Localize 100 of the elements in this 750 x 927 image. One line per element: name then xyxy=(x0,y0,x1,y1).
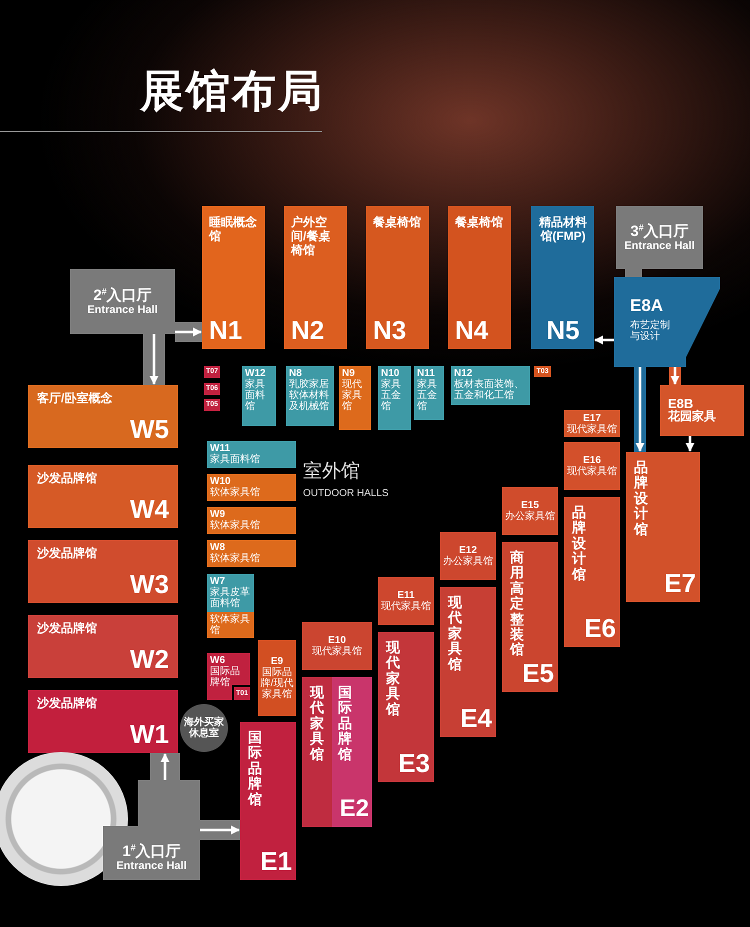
hall-number: E6 xyxy=(584,615,616,641)
hall-name: 沙发品牌馆 xyxy=(37,547,98,561)
hall-number: N9 xyxy=(342,368,356,379)
hall-name: 家具五金馆 xyxy=(381,379,402,412)
hall-number: W6 xyxy=(210,655,226,666)
exhibition-hall xyxy=(207,574,254,612)
hall-name: 餐桌椅馆 xyxy=(455,216,503,230)
exhibition-hall xyxy=(240,722,296,880)
hall-number: E3 xyxy=(398,750,430,776)
hall-name: 品牌设计馆 xyxy=(572,505,586,582)
lounge-circle xyxy=(180,704,228,752)
hall-number: W10 xyxy=(210,476,231,487)
hall-number: W11 xyxy=(210,443,232,454)
arrow xyxy=(175,328,202,336)
hall-name: 国际品牌馆 xyxy=(248,730,262,807)
hall-name: 沙发品牌馆 xyxy=(37,697,98,711)
exhibition-hall xyxy=(502,487,558,535)
exhibition-hall xyxy=(284,206,347,349)
hall-name: 家具皮革面料馆 xyxy=(210,587,251,609)
exhibition-hall xyxy=(366,206,429,349)
hall-name: 国际品牌馆 xyxy=(210,666,241,688)
hall-number: W1 xyxy=(130,721,169,747)
exhibition-hall xyxy=(378,632,434,782)
entrance-subtitle: Entrance Hall xyxy=(87,304,158,316)
hall-name: 软体家具馆 xyxy=(210,520,261,531)
exhibition-hall xyxy=(286,366,334,426)
exhibition-hall xyxy=(202,206,265,349)
hall-name: 现代家具馆 xyxy=(448,595,462,672)
hall-number: N5 xyxy=(546,317,580,343)
hall-number: W7 xyxy=(210,576,226,587)
hall-name: 现代家具馆 xyxy=(567,466,617,477)
hall-name: 办公家具馆 xyxy=(505,511,555,522)
arrow xyxy=(160,753,170,780)
exhibition-hall xyxy=(28,690,178,753)
exhibition-hall xyxy=(448,206,511,349)
hall-name: 现代家具馆 xyxy=(342,379,363,412)
hall-number: W8 xyxy=(210,542,226,553)
exhibition-hall xyxy=(614,277,720,367)
hall-number: E1 xyxy=(260,848,292,874)
hall-name: 花园家具 xyxy=(668,410,717,424)
hall-number: E4 xyxy=(460,705,492,731)
hall-name: 家具面料馆 xyxy=(210,454,261,465)
exhibition-hall xyxy=(451,366,530,405)
hall-name: 沙发品牌馆 xyxy=(37,472,98,486)
hall-name: 软体家具馆 xyxy=(210,487,261,498)
arrow xyxy=(686,436,694,452)
hall-number: W4 xyxy=(130,496,169,522)
lounge-name: 海外买家休息室 xyxy=(184,717,224,739)
hall-name: 现代家具馆 xyxy=(386,640,400,717)
arrow xyxy=(200,826,240,834)
entrance-hall xyxy=(616,206,703,269)
hall-number: E8B xyxy=(668,397,694,410)
exhibition-hall xyxy=(28,385,178,448)
hall-number: N11 xyxy=(417,368,436,379)
hall-name: 软体家具馆 xyxy=(210,553,261,564)
hall-number: E17 xyxy=(583,412,601,424)
hall-number: E5 xyxy=(522,660,554,686)
exhibition-hall xyxy=(242,366,276,426)
exhibition-hall xyxy=(302,677,372,827)
hall-number: W12 xyxy=(245,368,267,379)
exhibition-hall xyxy=(258,640,296,716)
hall-number: E7 xyxy=(664,570,696,596)
hall-name: 乳胶家居软体材料及机械馆 xyxy=(289,379,330,412)
hall-number: E11 xyxy=(397,590,415,601)
hall-number: N4 xyxy=(455,317,488,343)
entrance-subtitle: Entrance Hall xyxy=(624,240,695,252)
exhibition-hall xyxy=(378,577,434,625)
hall-number: E15 xyxy=(521,500,539,511)
area-label: 室外馆 xyxy=(303,462,360,483)
hall-number: N12 xyxy=(454,368,472,379)
hall-name: 板材表面装饰、五金和化工馆 xyxy=(454,379,525,401)
diagram-title: 展馆布局 xyxy=(140,65,324,119)
hall-name: 户外空间/餐桌椅馆 xyxy=(291,216,332,258)
hall-number: E9 xyxy=(270,656,284,667)
hall-number: N8 xyxy=(289,368,302,379)
hall-number: N1 xyxy=(209,317,242,343)
entrance-hall xyxy=(70,269,175,334)
entrance-name: 2$^{#}$入口厅 xyxy=(93,286,152,304)
hall-number: W2 xyxy=(130,646,169,672)
exhibition-hall xyxy=(564,497,620,647)
exhibition-hall xyxy=(626,452,700,602)
exhibition-hall xyxy=(378,366,411,430)
exhibition-hall xyxy=(28,540,178,603)
exhibition-hall xyxy=(564,442,620,490)
hall-name: 布艺定制与设计 xyxy=(630,320,671,342)
exhibition-hall xyxy=(660,385,744,436)
exhibition-hall xyxy=(339,366,371,430)
area-label: OUTDOOR HALLS xyxy=(303,488,389,499)
exhibition-hall xyxy=(564,410,620,437)
hall-number: E12 xyxy=(459,545,477,556)
exhibition-hall xyxy=(207,441,296,468)
hall-number: W5 xyxy=(130,416,169,442)
exhibition-hall xyxy=(207,653,250,700)
exhibition-hall xyxy=(207,507,296,534)
hall-name: 办公家具馆 xyxy=(443,556,493,567)
hall-number: W3 xyxy=(130,571,169,597)
exhibition-hall xyxy=(28,615,178,678)
hall-name: 现代家具馆 xyxy=(312,646,362,657)
entrance-name: 3$^{#}$入口厅 xyxy=(630,222,689,240)
hall-name: 精品材料馆(FMP) xyxy=(538,216,588,244)
